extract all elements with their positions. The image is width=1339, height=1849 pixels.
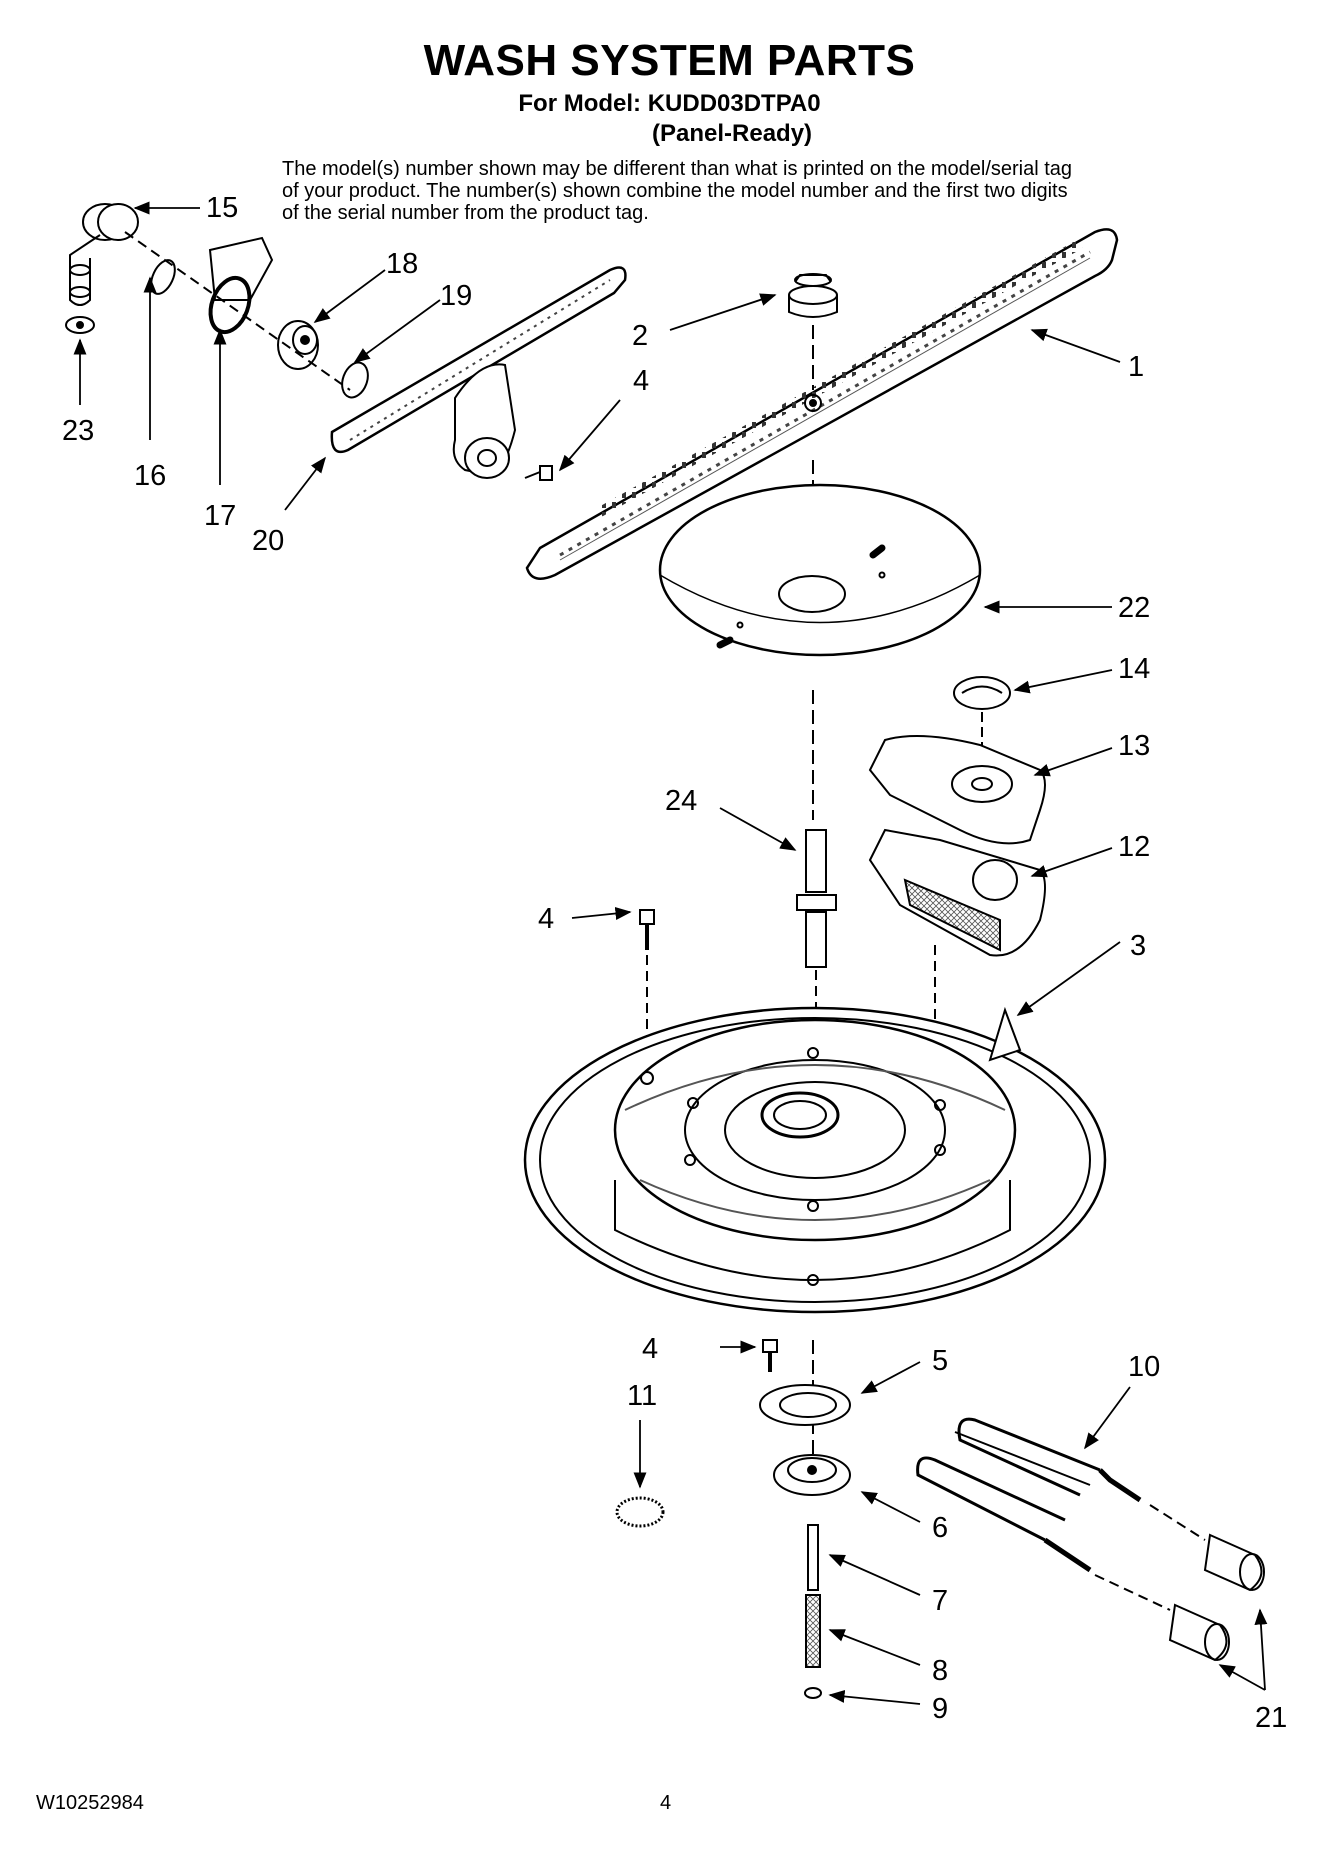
callout-5: 5 bbox=[932, 1345, 948, 1377]
retaining-ring bbox=[804, 1687, 822, 1699]
inlet-o-ring bbox=[150, 259, 176, 295]
callout-21: 21 bbox=[1255, 1702, 1287, 1734]
page-title: WASH SYSTEM PARTS bbox=[423, 36, 916, 85]
lower-spray-arm bbox=[525, 228, 1119, 580]
hub-gasket bbox=[341, 361, 369, 399]
terminal-boot-upper bbox=[1203, 1533, 1265, 1592]
spray-arm-hub bbox=[277, 320, 319, 370]
callout-24: 24 bbox=[665, 785, 697, 817]
callout-18: 18 bbox=[386, 248, 418, 280]
callout-23: 23 bbox=[62, 415, 94, 447]
callout-12: 12 bbox=[1118, 831, 1150, 863]
model-line: For Model: KUDD03DTPA0 bbox=[518, 90, 821, 117]
document-number: W10252984 bbox=[36, 1792, 144, 1814]
callout-4-sump-bottom: 4 bbox=[642, 1333, 658, 1365]
callout-2: 2 bbox=[632, 320, 648, 352]
fine-filter-assembly bbox=[868, 828, 1046, 957]
spray-arm-shaft bbox=[796, 829, 837, 1030]
callout-13: 13 bbox=[1118, 730, 1150, 762]
callout-15: 15 bbox=[206, 192, 238, 224]
callout-9: 9 bbox=[932, 1693, 948, 1725]
callout-22: 22 bbox=[1118, 592, 1150, 624]
page-number: 4 bbox=[660, 1792, 672, 1814]
callout-10: 10 bbox=[1128, 1351, 1160, 1383]
pump-gasket bbox=[759, 1384, 851, 1426]
callout-11: 11 bbox=[627, 1380, 657, 1412]
callout-8: 8 bbox=[932, 1655, 948, 1687]
spray-arm-hub-nut bbox=[788, 273, 838, 318]
callout-19: 19 bbox=[440, 280, 472, 312]
spray-arm-mount-bracket bbox=[208, 236, 274, 335]
callout-1: 1 bbox=[1128, 351, 1144, 383]
screw-sump-bottom bbox=[762, 1339, 778, 1372]
water-inlet-elbow bbox=[69, 203, 139, 306]
heating-element bbox=[916, 1417, 1206, 1611]
sump-and-filter-assembly bbox=[523, 1006, 1107, 1314]
callout-17: 17 bbox=[204, 500, 236, 532]
filter-retainer-disc bbox=[953, 676, 1011, 710]
screw-upper-arm bbox=[524, 465, 553, 481]
filter-housing-cover bbox=[868, 735, 1046, 845]
valve-pin bbox=[807, 1524, 819, 1591]
callout-numbers: 1 2 3 4 4 4 5 6 7 8 9 10 11 12 13 14 15 … bbox=[62, 192, 1287, 1734]
leader-lines bbox=[73, 201, 1268, 1705]
drain-o-ring bbox=[615, 1496, 665, 1528]
callout-16: 16 bbox=[134, 460, 166, 492]
retaining-clip bbox=[65, 316, 95, 334]
terminal-boot-lower bbox=[1168, 1603, 1230, 1662]
callout-4-upper-arm: 4 bbox=[633, 365, 649, 397]
upper-spray-arm bbox=[330, 266, 627, 479]
pump-diaphragm bbox=[773, 1454, 851, 1496]
screw-sump-top bbox=[639, 909, 655, 1060]
callout-6: 6 bbox=[932, 1512, 948, 1544]
model-variant: (Panel-Ready) bbox=[652, 120, 813, 147]
callout-7: 7 bbox=[932, 1585, 948, 1617]
valve-spring bbox=[805, 1594, 821, 1668]
callout-4-sump-top: 4 bbox=[538, 903, 554, 935]
callout-20: 20 bbox=[252, 525, 284, 557]
filter-cover-plate bbox=[658, 483, 982, 657]
callout-14: 14 bbox=[1118, 653, 1150, 685]
model-number-note: The model(s) number shown may be differe… bbox=[282, 158, 1073, 224]
callout-3: 3 bbox=[1130, 930, 1146, 962]
